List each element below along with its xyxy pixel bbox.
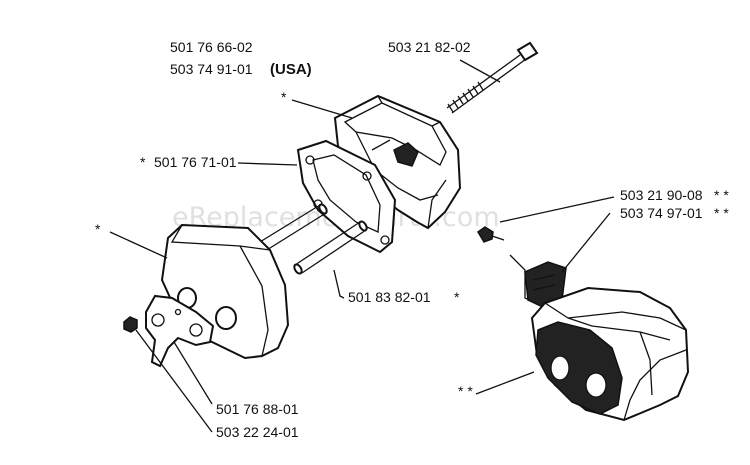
marker-star-tubes: * — [454, 289, 460, 305]
tube-spacers — [254, 203, 368, 275]
gasket-plate — [296, 139, 397, 254]
marker-double-star-screw: * * — [714, 187, 729, 203]
label-501-83-82-01: 501 83 82-01 — [348, 289, 431, 305]
marker-star-gasket: * — [140, 154, 146, 170]
long-bolt — [446, 41, 539, 114]
small-nut — [123, 316, 138, 333]
rear-muffler-housing — [333, 94, 462, 230]
marker-double-star-muffler: * * — [458, 383, 473, 399]
label-501-76-66-02: 501 76 66-02 — [170, 39, 253, 55]
label-503-74-91-01: 503 74 91-01 — [170, 61, 253, 77]
label-usa: (USA) — [270, 61, 312, 78]
label-501-76-88-01: 501 76 88-01 — [216, 401, 299, 417]
label-503-22-24-01: 503 22 24-01 — [216, 424, 299, 440]
marker-star-front-housing: * — [95, 221, 101, 237]
mounting-plate — [145, 294, 215, 368]
marker-double-star-cover: * * — [714, 205, 729, 221]
leader-lines — [109, 59, 615, 433]
label-501-76-71-01: 501 76 71-01 — [154, 154, 237, 170]
label-503-21-82-02: 503 21 82-02 — [388, 39, 471, 55]
small-screw — [477, 226, 505, 243]
label-503-21-90-08: 503 21 90-08 — [620, 187, 703, 203]
label-503-74-97-01: 503 74 97-01 — [620, 205, 703, 221]
muffler-cover-assembly — [509, 254, 690, 422]
marker-star-rear-housing: * — [281, 89, 287, 105]
